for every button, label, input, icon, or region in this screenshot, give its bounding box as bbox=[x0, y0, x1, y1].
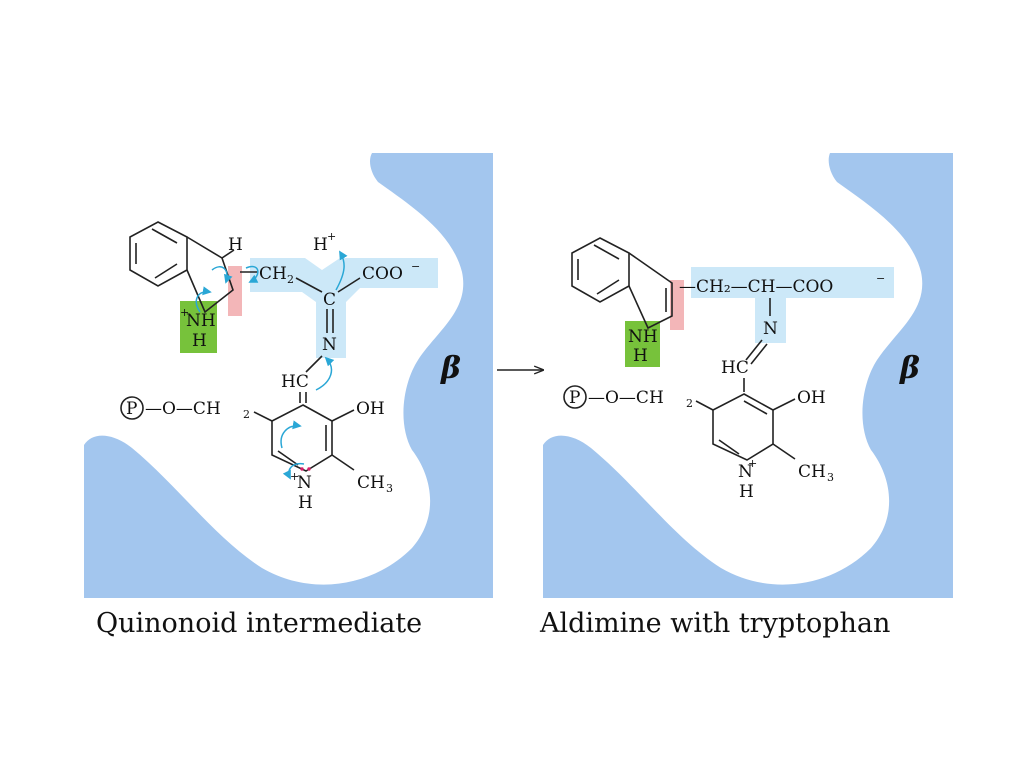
right-ch3: CH bbox=[798, 462, 826, 482]
left-ring-oh-bond bbox=[331, 409, 355, 422]
left-arrow-1 bbox=[195, 286, 212, 313]
left-ch2: CH bbox=[259, 264, 287, 284]
left-ring-ch2-bond bbox=[253, 411, 273, 422]
left-enzyme-pocket bbox=[84, 153, 493, 598]
left-coo-charge: − bbox=[411, 260, 420, 273]
left-indole-nh: NH bbox=[186, 311, 216, 331]
left-hc: HC bbox=[281, 372, 309, 392]
right-enzyme-pocket bbox=[543, 153, 953, 598]
left-n-hc-bond bbox=[305, 355, 323, 373]
left-c3-h-bond bbox=[221, 249, 235, 259]
left-indole-h-n: H bbox=[192, 331, 207, 351]
left-caption: Quinonoid intermediate bbox=[96, 608, 422, 639]
right-ring-ch2-bond bbox=[695, 400, 714, 411]
left-benzene-double-bonds bbox=[135, 228, 178, 279]
left-c-n-double-bond bbox=[326, 309, 334, 333]
left-lone-pair-2 bbox=[307, 467, 311, 471]
right-benzene-double-bonds bbox=[577, 244, 620, 295]
left-pink-highlight bbox=[228, 266, 242, 316]
right-coo-charge: − bbox=[876, 272, 885, 285]
left-c-alpha: C bbox=[323, 290, 336, 310]
left-arrow-7 bbox=[282, 462, 305, 480]
left-n-imine: N bbox=[322, 335, 337, 355]
left-blue-highlight bbox=[250, 258, 438, 358]
left-pyrrole-ring bbox=[186, 236, 234, 314]
left-indole-h: H bbox=[228, 235, 243, 255]
left-arrow-5 bbox=[315, 356, 335, 391]
left-hplus: H bbox=[313, 235, 328, 255]
right-beta-label: β bbox=[899, 351, 920, 386]
left-c-coo-bond bbox=[337, 277, 361, 293]
right-ring-n: N bbox=[738, 462, 753, 482]
right-n-imine: N bbox=[763, 319, 778, 339]
left-oh: OH bbox=[356, 399, 385, 419]
right-oh: OH bbox=[797, 388, 826, 408]
right-hc: HC bbox=[721, 358, 749, 378]
left-hc-ring-double-bond bbox=[299, 392, 307, 403]
left-ch3: CH bbox=[357, 473, 385, 493]
right-n-hc-double-bond bbox=[745, 339, 768, 365]
left-ring-n-charge: + bbox=[290, 470, 299, 483]
left-beta-label: β bbox=[440, 351, 461, 386]
right-phosphate-circle bbox=[563, 385, 587, 409]
left-pyridine-double-bonds bbox=[277, 425, 327, 466]
left-arrow-4 bbox=[335, 250, 348, 291]
right-indole-h-n: H bbox=[633, 346, 648, 366]
right-ring-oh-bond bbox=[772, 398, 796, 411]
right-caption: Aldimine with tryptophan bbox=[539, 608, 890, 639]
left-coo: COO bbox=[362, 264, 403, 284]
left-ch3-sub: 3 bbox=[386, 482, 393, 495]
left-phosphate-p: P bbox=[126, 399, 137, 419]
left-ch2-c-bond bbox=[295, 277, 323, 293]
right-green-highlight bbox=[625, 321, 660, 367]
right-o-ch2: —O—CH bbox=[588, 388, 664, 408]
left-phosphate-circle bbox=[120, 396, 144, 420]
left-hplus-charge: + bbox=[327, 230, 336, 243]
right-panel: —CH₂—CH—COO − N NH H HC P —O—CH 2 OH N +… bbox=[539, 153, 953, 639]
left-ring-h: H bbox=[298, 493, 313, 513]
right-ring-n-charge: + bbox=[748, 457, 757, 470]
right-ring-h: H bbox=[739, 482, 754, 502]
right-pyridine-ring bbox=[712, 393, 774, 461]
right-pink-highlight bbox=[670, 280, 684, 330]
right-blue-highlight bbox=[691, 267, 894, 343]
left-arrow-2 bbox=[211, 266, 233, 284]
left-o-ch2: —O—CH bbox=[145, 399, 221, 419]
right-phosphate-p: P bbox=[569, 388, 580, 408]
left-arrow-6 bbox=[280, 420, 302, 449]
left-o-ch2-sub: 2 bbox=[243, 408, 250, 421]
right-pyrrole-ring bbox=[628, 252, 673, 330]
right-ring-ch3-bond bbox=[772, 443, 796, 460]
left-panel: H + NH H CH 2 C COO − H + N HC P —O—CH 2… bbox=[84, 153, 493, 639]
left-ring-ch3-bond bbox=[331, 454, 355, 471]
left-ch2-sub: 2 bbox=[287, 273, 294, 286]
left-nh-charge: + bbox=[180, 306, 189, 319]
right-ch3-sub: 3 bbox=[827, 471, 834, 484]
left-ring-n: N bbox=[297, 473, 312, 493]
right-indole-nh: NH bbox=[628, 327, 658, 347]
right-pyridine-double-bonds bbox=[718, 400, 768, 455]
left-arrow-3 bbox=[245, 265, 259, 283]
left-lone-pair-1 bbox=[300, 467, 304, 471]
right-chain: —CH₂—CH—COO bbox=[679, 277, 833, 297]
right-o-ch2-sub: 2 bbox=[686, 397, 693, 410]
